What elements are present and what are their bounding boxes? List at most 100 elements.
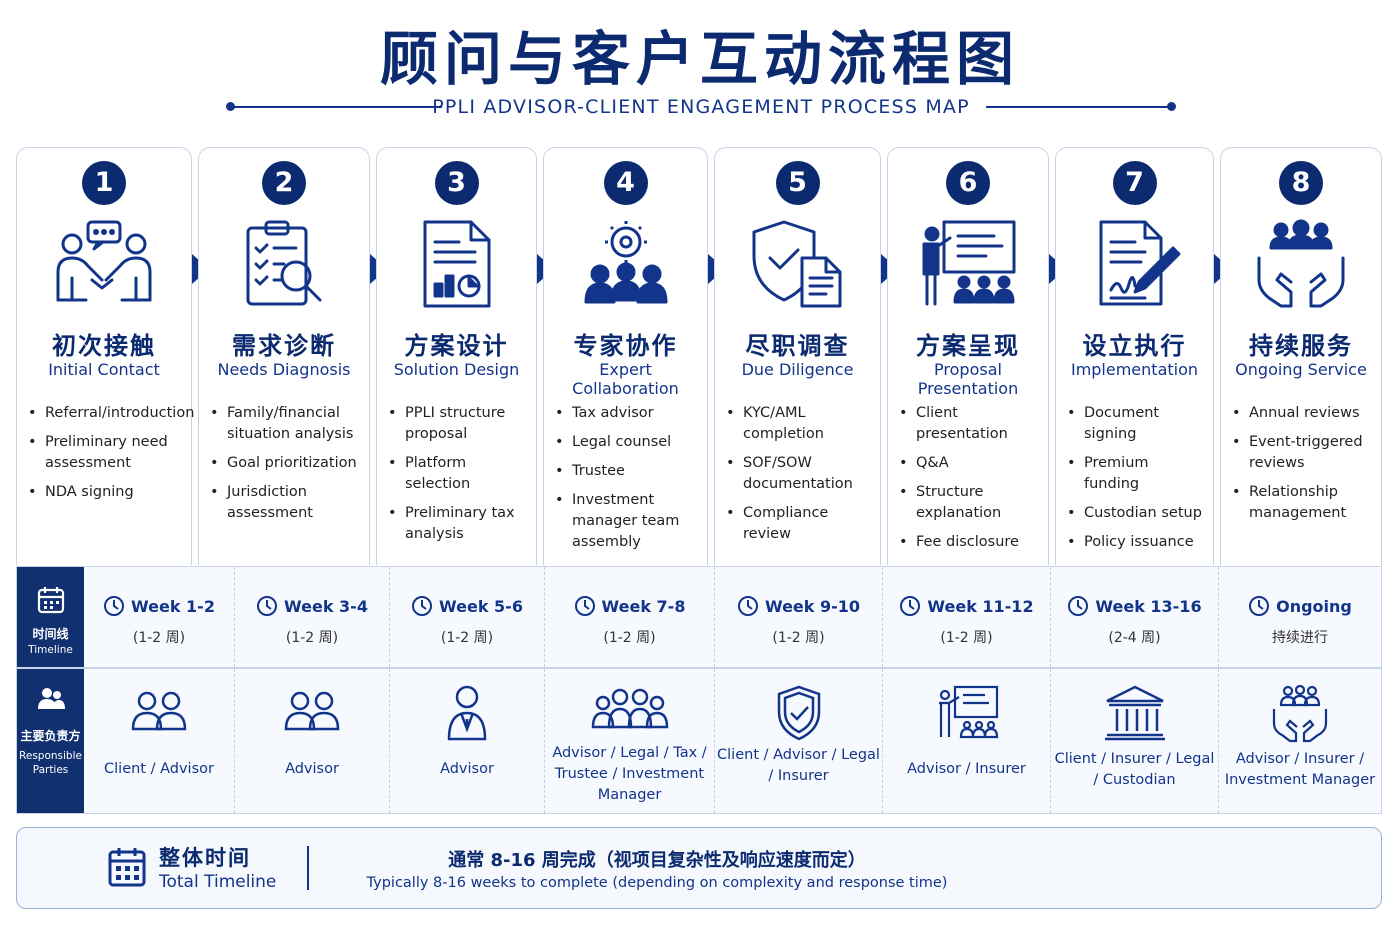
list-item: Trustee [555, 461, 701, 482]
step-items: Document signing Premium funding Custodi… [1067, 403, 1207, 561]
responsible-label-zh: 主要负责方 [20, 729, 81, 743]
list-item: Document signing [1067, 403, 1207, 445]
clock-icon [1248, 596, 1276, 616]
total-timeline-box: 整体时间 Total Timeline 通常 8-16 周完成（视项目复杂性及响… [16, 827, 1382, 909]
list-item: Fee disclosure [899, 532, 1042, 553]
group-people-icon [590, 681, 670, 741]
two-people-icon [127, 683, 191, 743]
list-item: Referral/introduction [28, 403, 194, 424]
total-description-en: Typically 8-16 weeks to complete (depend… [366, 875, 948, 891]
timeline-week: Week 13-16 [1095, 597, 1202, 616]
calendar-icon [37, 587, 64, 614]
responsible-text: Client / Insurer / Legal / Custodian [1054, 751, 1215, 788]
presenter-board-icon [918, 218, 1018, 310]
list-item: Client presentation [899, 403, 1042, 445]
timeline-label: 时间线 Timeline [17, 567, 84, 667]
step-number: 5 [775, 161, 820, 205]
responsible-row: 主要负责方 Responsible Parties Client / Advis… [16, 668, 1382, 814]
step-title-zh: 方案呈现 [916, 332, 1020, 360]
step-card-5: 5 尽职调查 Due Diligence KYC/AML completion … [714, 147, 881, 565]
timeline-week: Ongoing [1276, 597, 1352, 616]
step-title-zh: 需求诊断 [232, 332, 336, 360]
timeline-cell-5: Week 9-10 (1-2 周) [714, 567, 882, 667]
timeline-week: Week 9-10 [764, 597, 861, 616]
clock-icon [103, 596, 131, 616]
step-title-en: Due Diligence [741, 360, 854, 379]
step-items: PPLI structure proposal Platform selecti… [388, 403, 530, 553]
hands-people-icon [1251, 218, 1351, 310]
responsible-text: Advisor / Insurer [907, 761, 1026, 777]
timeline-duration: (1-2 周) [940, 630, 993, 646]
subtitle-row: PPLI ADVISOR-CLIENT ENGAGEMENT PROCESS M… [226, 96, 1176, 120]
shield-document-icon [748, 218, 848, 310]
step-title-zh: 尽职调查 [745, 332, 850, 360]
step-number: 8 [1279, 161, 1323, 205]
timeline-cell-3: Week 5-6 (1-2 周) [389, 567, 544, 667]
step-items: Tax advisor Legal counsel Trustee Invest… [555, 403, 701, 561]
list-item: Custodian setup [1067, 503, 1207, 524]
responsible-text: Client / Advisor [104, 761, 214, 777]
list-item: NDA signing [28, 482, 185, 503]
timeline-duration: (1-2 周) [603, 630, 656, 646]
step-card-6: 6 方案呈现 Proposal Presentation Client pres… [887, 147, 1049, 565]
list-item: Platform selection [388, 453, 530, 495]
list-item: KYC/AML completion [726, 403, 874, 445]
step-title-en: Ongoing Service [1235, 360, 1367, 379]
step-number: 3 [434, 161, 479, 205]
step-title-zh: 设立执行 [1082, 332, 1187, 360]
two-people-icon [280, 683, 344, 743]
clock-icon [411, 596, 439, 616]
divider [307, 846, 309, 890]
document-pen-icon [1085, 218, 1185, 310]
list-item: Jurisdiction assessment [210, 482, 363, 524]
list-item: Goal prioritization [210, 453, 363, 474]
step-items: Annual reviews Event-triggered reviews R… [1232, 403, 1375, 532]
responsible-text: Advisor [285, 761, 339, 777]
presenter-board-icon [935, 683, 999, 743]
timeline-duration: (1-2 周) [132, 630, 186, 646]
timeline-row: 时间线 Timeline Week 1-2 (1-2 周) Week 3-4 (… [16, 566, 1382, 668]
step-title-zh: 专家协作 [573, 332, 678, 360]
responsible-text: Advisor / Legal / Tax / Trustee / Invest… [552, 745, 707, 803]
step-title-en: Proposal Presentation [917, 360, 1019, 398]
list-item: Family/financial situation analysis [210, 403, 363, 445]
total-description-zh: 通常 8-16 周完成（视项目复杂性及响应速度而定） [448, 850, 866, 871]
step-title-en: Solution Design [393, 360, 520, 379]
clock-icon [737, 596, 765, 616]
list-item: Event-triggered reviews [1232, 432, 1375, 474]
responsible-cell-8: Advisor / Insurer / Investment Manager [1218, 669, 1381, 813]
list-item: Legal counsel [555, 432, 701, 453]
timeline-label-zh: 时间线 [32, 627, 69, 641]
timeline-week: Week 11-12 [927, 597, 1034, 616]
step-card-4: 4 专家协作 Expert Collaboration Tax advisor … [543, 147, 708, 565]
responsible-label: 主要负责方 Responsible Parties [17, 669, 84, 813]
timeline-cell-8: Ongoing 持续进行 [1218, 567, 1381, 667]
timeline-duration: (1-2 周) [285, 630, 339, 646]
timeline-cell-7: Week 13-16 (2-4 周) [1050, 567, 1218, 667]
list-item: PPLI structure proposal [388, 403, 530, 445]
timeline-week: Week 1-2 [131, 597, 215, 616]
timeline-cell-2: Week 3-4 (1-2 周) [234, 567, 389, 667]
list-item: Premium funding [1067, 453, 1207, 495]
step-title-en: Initial Contact [48, 360, 160, 379]
step-title-en: Needs Diagnosis [217, 360, 351, 379]
clock-icon [1067, 596, 1095, 616]
list-item: Preliminary need assessment [28, 432, 185, 474]
step-number: 4 [603, 161, 648, 205]
page-title: 顾问与客户互动流程图 [379, 25, 1020, 93]
subtitle-dot-right [1167, 102, 1176, 111]
step-title-en: Implementation [1070, 360, 1199, 379]
advisor-person-icon [435, 683, 499, 743]
timeline-cell-1: Week 1-2 (1-2 周) [84, 567, 234, 667]
hands-people-icon [1268, 683, 1332, 743]
step-number: 6 [946, 161, 990, 205]
list-item: Preliminary tax analysis [388, 503, 530, 545]
timeline-week: Week 7-8 [601, 597, 686, 616]
responsible-cell-3: Advisor [389, 669, 544, 813]
step-title-zh: 初次接触 [52, 332, 156, 360]
responsible-text: Client / Advisor / Legal / Insurer [717, 747, 880, 784]
subtitle-rule-left [230, 106, 442, 108]
clock-icon [899, 596, 927, 616]
timeline-duration: 持续进行 [1272, 630, 1328, 646]
clock-icon [574, 596, 602, 616]
